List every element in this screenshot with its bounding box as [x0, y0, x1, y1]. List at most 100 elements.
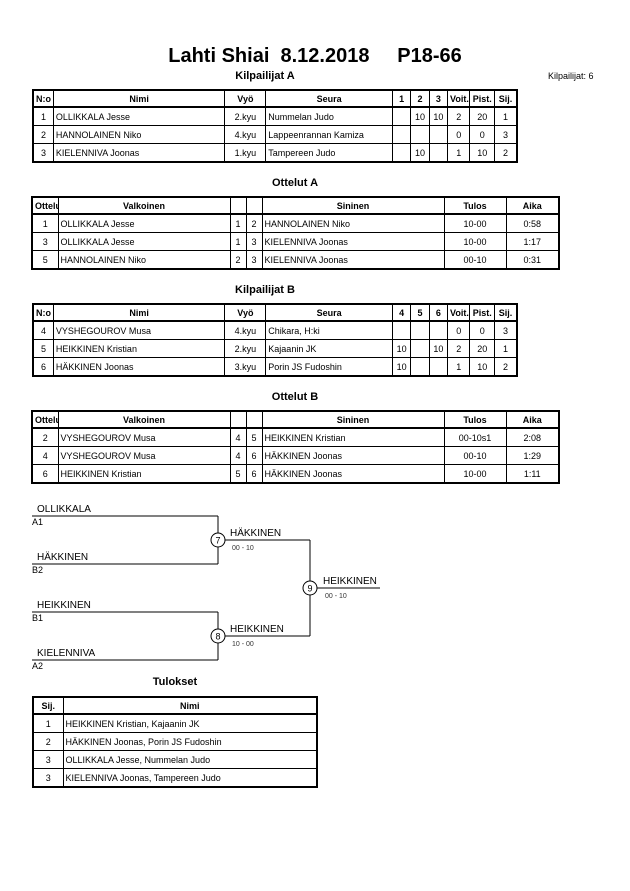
table-cell — [391, 143, 412, 163]
table-cell: 3 — [32, 768, 64, 788]
column-header: Nimi — [52, 89, 226, 108]
bracket-entrant-seed: B2 — [32, 565, 43, 575]
column-header — [245, 196, 263, 215]
column-header — [229, 196, 247, 215]
column-header: Sininen — [261, 410, 445, 429]
column-header — [229, 410, 247, 429]
table-cell: 1:29 — [505, 446, 560, 465]
table-cell — [410, 357, 430, 377]
table-cell: 2 — [493, 357, 518, 377]
table-cell: VYSHEGOUROV Musa — [57, 446, 231, 465]
table-cell: 1:17 — [505, 232, 560, 251]
table-cell: 4.kyu — [224, 320, 267, 340]
table-cell — [428, 320, 449, 340]
table-cell: 4 — [229, 446, 247, 465]
table-cell — [410, 125, 430, 144]
matches-a-table: OtteluValkoinenSininenTulosAika1OLLIKKAL… — [31, 196, 560, 270]
matches-b-heading: Ottelut B — [271, 391, 319, 403]
table-cell: 2 — [32, 732, 64, 751]
column-header: Aika — [505, 410, 560, 429]
table-cell: 10-00 — [443, 232, 507, 251]
table-cell — [428, 143, 449, 163]
bracket-entrant-seed: B1 — [32, 613, 43, 623]
final-score: 00 - 10 — [325, 593, 347, 600]
table-cell: Nummelan Judo — [265, 106, 393, 126]
match-number-circle — [210, 532, 226, 548]
competitor-count: Kilpailijat: 6 — [548, 71, 594, 81]
table-cell: OLLIKKALA Jesse, Nummelan Judo — [62, 750, 318, 769]
matches-a-heading: Ottelut A — [271, 177, 319, 189]
column-header: 6 — [428, 303, 449, 322]
table-cell: 10 — [469, 143, 495, 163]
table-cell: HEIKKINEN Kristian, Kajaanin JK — [62, 713, 318, 733]
semi-winner-name: HÄKKINEN — [230, 527, 281, 539]
match-number-circle — [302, 580, 318, 596]
match-number: 8 — [215, 632, 220, 642]
matches-b-table: OtteluValkoinenSininenTulosAika2VYSHEGOU… — [31, 410, 560, 484]
table-cell: HÄKKINEN Joonas — [261, 464, 445, 484]
table-cell: 4 — [229, 427, 247, 447]
column-header: 3 — [428, 89, 449, 108]
column-header: Pist. — [469, 303, 495, 322]
column-header: Voit. — [447, 303, 471, 322]
column-header: 1 — [391, 89, 412, 108]
table-cell: 20 — [469, 106, 495, 126]
table-cell: VYSHEGOUROV Musa — [57, 427, 231, 447]
table-cell: Tampereen Judo — [265, 143, 393, 163]
table-cell: 2 — [31, 427, 59, 447]
column-header: Vyö — [224, 303, 267, 322]
table-cell: HEIKKINEN Kristian — [52, 339, 226, 358]
table-cell: 10 — [391, 357, 412, 377]
semi-score: 00 - 10 — [232, 545, 254, 552]
column-header: Sij. — [32, 696, 64, 715]
table-cell: 4 — [32, 320, 54, 340]
table-cell: 2 — [447, 106, 471, 126]
table-cell: 1.kyu — [224, 143, 267, 163]
table-cell: 3 — [493, 320, 518, 340]
table-cell: OLLIKKALA Jesse — [52, 106, 226, 126]
table-cell: VYSHEGOUROV Musa — [52, 320, 226, 340]
table-cell: HANNOLAINEN Niko — [57, 250, 231, 270]
table-cell: KIELENNIVA Joonas, Tampereen Judo — [62, 768, 318, 788]
table-cell — [428, 125, 449, 144]
pool-a-heading: Kilpailijat A — [235, 70, 295, 82]
header-row: OtteluValkoinenSininenTulosAika — [31, 196, 560, 215]
column-header: Tulos — [443, 196, 507, 215]
column-header: Ottelu — [31, 410, 59, 429]
table-cell: 1:11 — [505, 464, 560, 484]
table-cell: HANNOLAINEN Niko — [52, 125, 226, 144]
column-header: Nimi — [52, 303, 226, 322]
table-cell: HÄKKINEN Joonas, Porin JS Fudoshin — [62, 732, 318, 751]
table-cell: 1 — [493, 106, 518, 126]
results-heading: Tulokset — [152, 676, 198, 688]
table-cell: 3 — [245, 250, 263, 270]
table-cell: 2 — [245, 213, 263, 233]
table-cell — [391, 320, 412, 340]
table-cell: HANNOLAINEN Niko — [261, 213, 445, 233]
table-cell — [410, 320, 430, 340]
match-number: 9 — [307, 584, 312, 594]
table-cell — [410, 339, 430, 358]
table-cell: 2:08 — [505, 427, 560, 447]
table-cell: 00-10 — [443, 250, 507, 270]
table-cell: 10 — [410, 143, 430, 163]
table-cell: HEIKKINEN Kristian — [57, 464, 231, 484]
column-header: Voit. — [447, 89, 471, 108]
table-cell: 0 — [447, 125, 471, 144]
column-header: Sij. — [493, 89, 518, 108]
table-cell: 5 — [31, 250, 59, 270]
table-cell: 10 — [469, 357, 495, 377]
table-cell: 3 — [32, 143, 54, 163]
table-cell: 6 — [31, 464, 59, 484]
table-cell: 1 — [32, 106, 54, 126]
table-cell: HÄKKINEN Joonas — [52, 357, 226, 377]
bracket-entrant-name: HEIKKINEN — [37, 600, 91, 611]
